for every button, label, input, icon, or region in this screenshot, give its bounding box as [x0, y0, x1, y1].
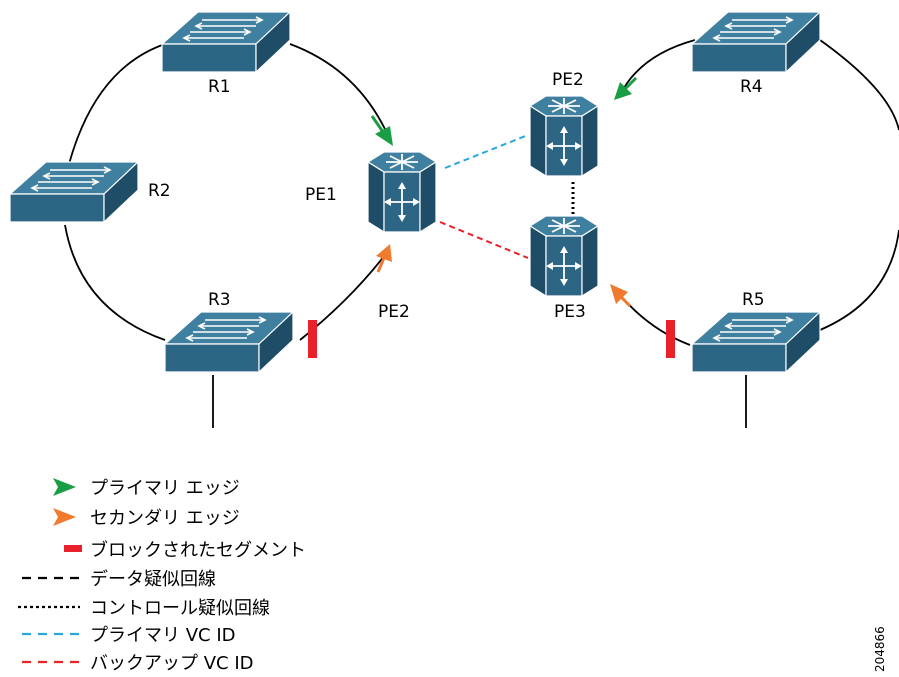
router-pe3 — [529, 215, 599, 297]
blocked-segment-r5 — [666, 320, 675, 358]
label-r2: R2 — [148, 181, 171, 201]
legend-label-primary-vcid: プライマリ VC ID — [90, 625, 236, 646]
primary-edge-arrow-pe2 — [614, 76, 638, 100]
legend-label-control-pseudowire: コントロール疑似回線 — [90, 598, 270, 619]
legend-label-secondary-edge: セカンダリ エッジ — [90, 508, 240, 529]
label-pe2-right: PE2 — [552, 70, 584, 90]
legend-label-data-pseudowire: データ疑似回線 — [90, 569, 216, 590]
legend: プライマリ エッジ セカンダリ エッジ ブロックされたセグメント データ疑似回線… — [18, 478, 306, 674]
switch-r3 — [164, 311, 294, 373]
router-pe1 — [367, 151, 437, 233]
label-r3: R3 — [208, 290, 231, 310]
label-r4: R4 — [740, 77, 763, 97]
secondary-edge-arrow-pe1 — [376, 244, 392, 273]
router-pe2 — [529, 95, 599, 177]
figure-id: 204866 — [873, 626, 887, 672]
primary-edge-arrow-pe1 — [370, 115, 393, 146]
legend-label-blocked-segment: ブロックされたセグメント — [90, 539, 306, 561]
legend-secondary-edge-swatch — [53, 508, 76, 526]
switch-r2 — [9, 161, 139, 223]
switch-r4 — [691, 11, 821, 73]
label-pe3: PE3 — [554, 302, 586, 322]
legend-label-backup-vcid: バックアップ VC ID — [90, 653, 254, 674]
switch-r1 — [161, 11, 291, 73]
switch-r5 — [691, 311, 821, 373]
legend-label-primary-edge: プライマリ エッジ — [90, 478, 240, 499]
blocked-segment-r3 — [308, 320, 317, 358]
label-pe1: PE1 — [305, 185, 337, 205]
label-r5: R5 — [742, 290, 765, 310]
legend-blocked-segment-swatch — [64, 545, 82, 552]
primary-vcid-line — [444, 134, 529, 169]
label-r1: R1 — [208, 77, 231, 97]
backup-vcid-line — [439, 221, 529, 259]
legend-primary-edge-swatch — [53, 478, 76, 496]
label-pe2-left: PE2 — [378, 302, 410, 322]
secondary-edge-arrow-pe3 — [610, 284, 632, 308]
